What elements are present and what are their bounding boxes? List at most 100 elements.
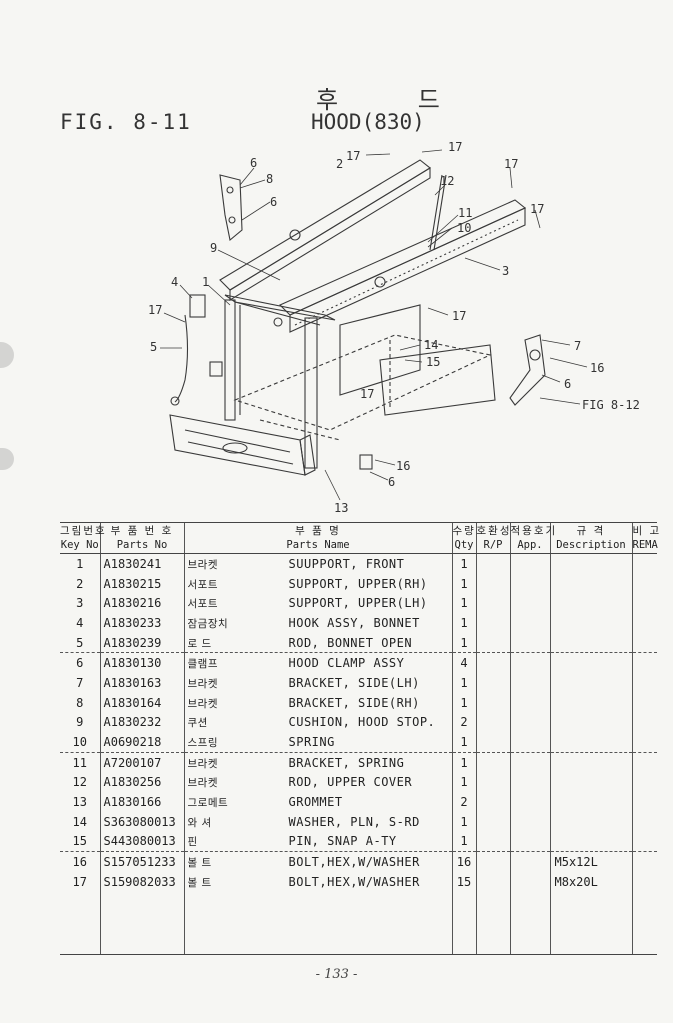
app-cell <box>509 811 550 832</box>
figure-label: FIG. 8-11 <box>60 110 192 134</box>
remarks-cell <box>631 593 657 614</box>
part-number: A1830166 <box>99 792 184 812</box>
description <box>549 712 632 733</box>
quantity: 1 <box>451 613 476 633</box>
app-cell <box>509 632 550 654</box>
part-number: A1830215 <box>99 573 184 594</box>
callout-17: 17 <box>530 202 544 216</box>
description <box>549 673 632 693</box>
part-number: A0690218 <box>99 732 184 753</box>
title-korean: 후 드 <box>316 86 476 114</box>
app-cell <box>509 712 550 733</box>
callout-17: 17 <box>504 157 518 171</box>
app-cell <box>509 851 550 872</box>
rp-cell <box>475 613 510 633</box>
quantity: 1 <box>451 632 476 654</box>
part-name-korean: 로 드 <box>187 637 212 650</box>
remarks-cell <box>631 732 657 753</box>
callout-17: 17 <box>148 303 162 317</box>
quantity: 1 <box>451 772 476 793</box>
callout-5: 5 <box>150 340 157 354</box>
hood-frame-drawing <box>169 159 546 476</box>
remarks-cell <box>631 712 657 733</box>
callout-6: 6 <box>388 475 395 489</box>
app-cell <box>509 872 550 892</box>
quantity: 2 <box>451 712 476 733</box>
app-cell <box>509 831 550 853</box>
part-name-korean: 브라켓 <box>187 677 218 690</box>
callout-11: 11 <box>458 206 472 220</box>
quantity: 1 <box>451 811 476 832</box>
rp-cell <box>475 851 510 872</box>
key-no: 14 <box>72 814 87 829</box>
remarks-cell <box>631 692 657 713</box>
quantity: 1 <box>451 593 476 614</box>
key-no: 6 <box>76 656 84 671</box>
remarks-cell <box>631 573 657 594</box>
quantity: 4 <box>451 652 476 674</box>
description: M5x12L <box>549 851 632 872</box>
rp-cell <box>475 652 510 674</box>
remarks-cell <box>631 772 657 793</box>
quantity: 16 <box>451 851 476 872</box>
part-name-korean: 쿠션 <box>187 717 208 730</box>
app-cell <box>509 673 550 693</box>
description <box>549 573 632 594</box>
part-number: S157051233 <box>99 851 184 872</box>
app-cell <box>509 553 550 574</box>
key-no: 4 <box>76 615 84 630</box>
rp-cell <box>475 792 510 812</box>
part-name-korean: 브라켓 <box>187 558 218 571</box>
rp-cell <box>475 732 510 753</box>
app-cell <box>509 613 550 633</box>
key-no: 3 <box>76 596 84 611</box>
description <box>549 593 632 614</box>
callout-6: 6 <box>564 377 571 391</box>
rp-cell <box>475 573 510 594</box>
remarks-cell <box>631 872 657 892</box>
callout-16: 16 <box>590 361 604 375</box>
description <box>549 811 632 832</box>
quantity: 2 <box>451 792 476 812</box>
description <box>549 732 632 753</box>
callout-7: 7 <box>574 339 581 353</box>
part-name-korean: 브라켓 <box>187 777 218 790</box>
rp-cell <box>475 632 510 654</box>
part-number: A1830164 <box>99 692 184 713</box>
part-number: A1830239 <box>99 632 184 654</box>
app-cell <box>509 792 550 812</box>
rp-cell <box>475 831 510 853</box>
app-cell <box>509 692 550 713</box>
app-cell <box>509 593 550 614</box>
remarks-cell <box>631 673 657 693</box>
part-number: A1830241 <box>99 553 184 574</box>
part-name-korean: 클램프 <box>187 658 218 671</box>
remarks-cell <box>631 851 657 872</box>
table-filler-row <box>60 891 657 955</box>
rp-cell <box>475 673 510 693</box>
